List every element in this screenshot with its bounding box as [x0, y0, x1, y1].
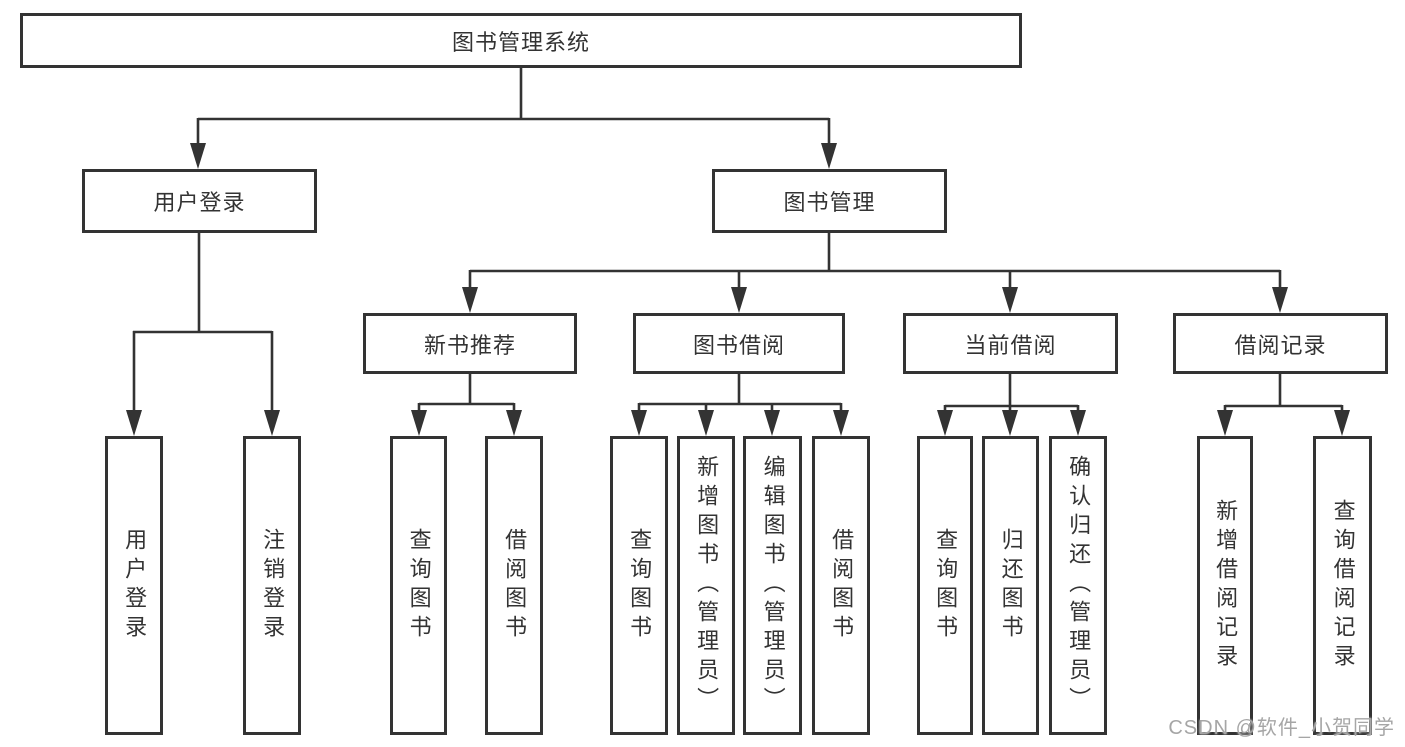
leaf-user-login-label: 用户登录: [122, 527, 148, 644]
leaf-confirm-return-admin: 确认归还（管理员）: [1049, 436, 1107, 735]
node-book-borrow: 图书借阅: [633, 313, 845, 374]
leaf-borrow-books-label: 借阅图书: [829, 527, 855, 644]
leaf-add-books-admin-label: 新增图书（管理员）: [694, 455, 720, 716]
leaf-user-login: 用户登录: [105, 436, 163, 735]
leaf-return-books-label: 归还图书: [998, 527, 1024, 644]
leaf-return-books: 归还图书: [982, 436, 1039, 735]
leaf-logout: 注销登录: [243, 436, 301, 735]
leaf-query-books-recommend-label: 查询图书: [406, 527, 432, 644]
node-current-borrow: 当前借阅: [903, 313, 1118, 374]
leaf-add-borrow-record: 新增借阅记录: [1197, 436, 1253, 735]
leaf-edit-books-admin: 编辑图书（管理员）: [743, 436, 802, 735]
node-user-login: 用户登录: [82, 169, 317, 233]
leaf-query-books-borrow-label: 查询图书: [627, 527, 653, 644]
node-book-management: 图书管理: [712, 169, 947, 233]
leaf-query-books-current: 查询图书: [917, 436, 973, 735]
leaf-add-borrow-record-label: 新增借阅记录: [1213, 498, 1239, 673]
leaf-confirm-return-admin-label: 确认归还（管理员）: [1066, 455, 1092, 716]
leaf-borrow-books: 借阅图书: [812, 436, 870, 735]
leaf-query-books-current-label: 查询图书: [933, 527, 959, 644]
leaf-query-books-recommend: 查询图书: [390, 436, 447, 735]
node-new-book-recommend: 新书推荐: [363, 313, 577, 374]
leaf-query-books-borrow: 查询图书: [610, 436, 668, 735]
leaf-add-books-admin: 新增图书（管理员）: [677, 436, 735, 735]
leaf-query-borrow-record: 查询借阅记录: [1313, 436, 1372, 735]
leaf-borrow-books-recommend: 借阅图书: [485, 436, 543, 735]
leaf-borrow-books-recommend-label: 借阅图书: [502, 527, 528, 644]
node-borrow-records: 借阅记录: [1173, 313, 1388, 374]
leaf-edit-books-admin-label: 编辑图书（管理员）: [760, 455, 786, 716]
leaf-logout-label: 注销登录: [260, 527, 286, 644]
leaf-query-borrow-record-label: 查询借阅记录: [1330, 498, 1356, 673]
node-root: 图书管理系统: [20, 13, 1022, 68]
